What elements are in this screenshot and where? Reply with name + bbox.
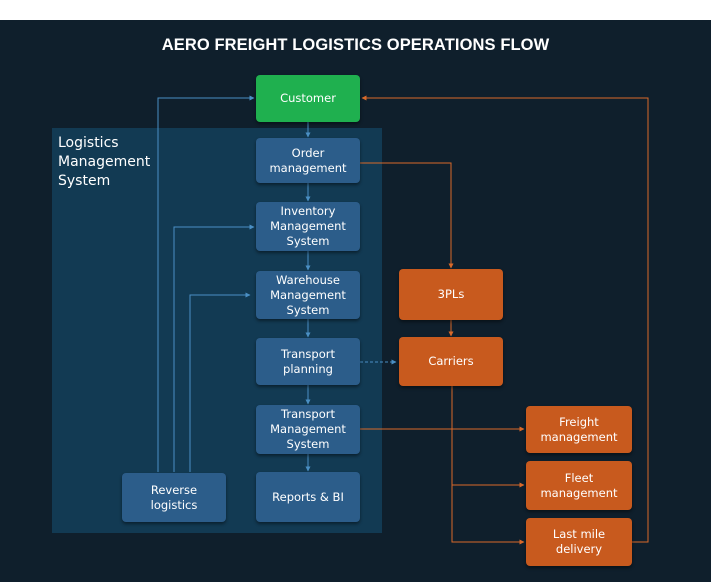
node-reports-bi[interactable]: Reports & BI xyxy=(256,472,360,522)
connector-layer xyxy=(157,95,649,545)
edge-reverse-customer xyxy=(157,95,255,472)
node-3pls[interactable]: 3PLs xyxy=(399,269,503,320)
node-freight-management[interactable]: Freight management xyxy=(526,406,632,453)
node-order-management[interactable]: Order management xyxy=(256,138,360,183)
node-reverse-logistics[interactable]: Reverse logistics xyxy=(122,473,226,522)
node-customer[interactable]: Customer xyxy=(256,75,360,122)
edge-carriers-fleet xyxy=(451,386,525,488)
edge-carriers-lastmile xyxy=(451,485,525,545)
diagram-canvas: AERO FREIGHT LOGISTICS OPERATIONS FLOW L… xyxy=(0,20,711,582)
lms-label: Logistics Management System xyxy=(58,135,151,189)
node-fleet-management[interactable]: Fleet management xyxy=(526,461,632,510)
node-warehouse-management[interactable]: Warehouse Management System xyxy=(256,271,360,319)
edge-reverse-inventory xyxy=(173,224,255,472)
diagram-title: AERO FREIGHT LOGISTICS OPERATIONS FLOW xyxy=(161,36,550,54)
node-inventory-management[interactable]: Inventory Management System xyxy=(256,202,360,251)
lms-panel xyxy=(52,128,382,533)
edge-lastmile-customer xyxy=(361,95,649,543)
node-transport-management[interactable]: Transport Management System xyxy=(256,405,360,454)
node-transport-planning[interactable]: Transport planning xyxy=(256,338,360,385)
node-last-mile-delivery[interactable]: Last mile delivery xyxy=(526,518,632,566)
edge-reverse-warehouse xyxy=(189,292,251,472)
edge-order-3pls xyxy=(360,162,454,269)
node-carriers[interactable]: Carriers xyxy=(399,337,503,386)
